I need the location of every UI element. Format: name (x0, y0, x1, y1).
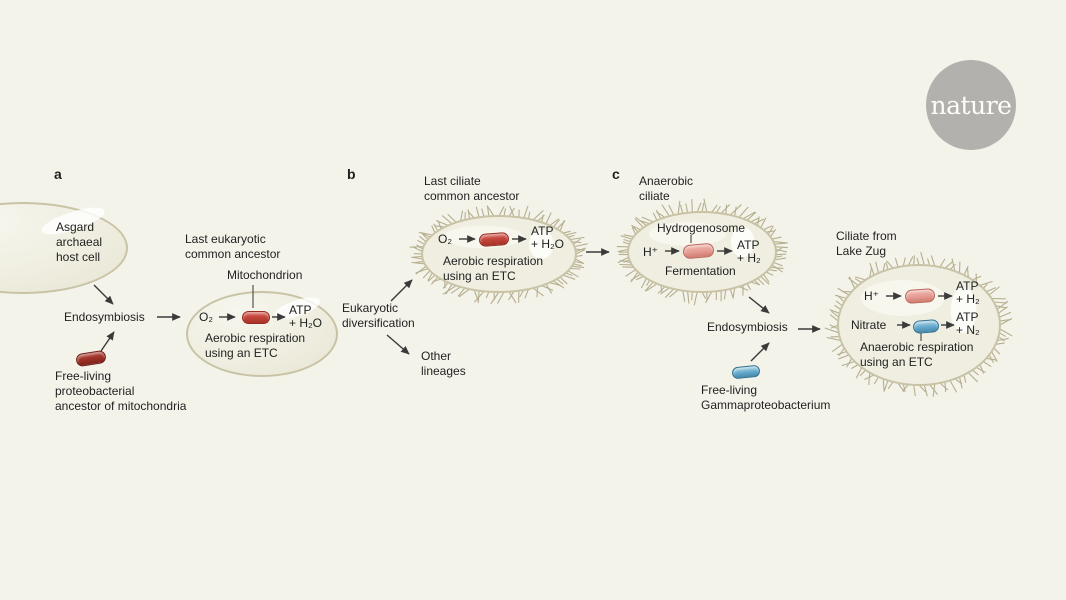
hydrogenosome-label: Hydrogenosome (657, 221, 746, 235)
panel-c-label: c (612, 166, 620, 182)
lake-zug-ciliate-label: Ciliate from Lake Zug (836, 229, 897, 258)
reaction-product-b: ATP + H₂O (531, 224, 564, 251)
arrow-diversification-to-other (386, 334, 410, 355)
arrow-proteobacterium-to-endosymbiosis (100, 331, 115, 352)
aerobic-respiration-label-b: Aerobic respiration using an ETC (443, 254, 544, 283)
free-living-proteobacterium-pill (75, 349, 107, 368)
arrow-gammaproteobacterium-to-endosymbiosis (750, 342, 770, 362)
nature-logo: nature (926, 60, 1016, 150)
anaerobic-respiration-label: Anaerobic respiration using an ETC (860, 340, 974, 369)
free-living-proteobacterium-label: Free-living proteobacterial ancestor of … (55, 369, 187, 413)
anaerobic-ciliate-label: Anaerobic ciliate (639, 174, 694, 203)
panel-a-label: a (54, 166, 62, 182)
zug-h-substrate: H⁺ (864, 289, 879, 303)
endosymbiosis-label-c: Endosymbiosis (707, 320, 788, 334)
asgard-cell-label: Asgard archaeal host cell (56, 220, 103, 264)
mitochondrion-pill-b (478, 231, 510, 248)
reaction-substrate-b: O₂ (438, 232, 452, 246)
eukaryotic-diversification-label: Eukaryotic diversification (342, 301, 415, 330)
mitochondrion-pill-a (242, 311, 270, 324)
nature-logo-text: nature (930, 90, 1012, 120)
zug-nitrate-product: ATP + N₂ (956, 310, 980, 337)
zug-nitrate-substrate: Nitrate (851, 318, 887, 332)
arrow-asgard-to-endosymbiosis (93, 284, 114, 305)
h-product-c: ATP + H₂ (737, 238, 761, 265)
zug-endosymbiont-pill (912, 319, 940, 334)
fermentation-label: Fermentation (665, 264, 736, 278)
zug-h-product: ATP + H₂ (956, 279, 980, 306)
mitochondrion-label: Mitochondrion (227, 268, 303, 282)
aerobic-respiration-label-a: Aerobic respiration using an ETC (205, 331, 306, 360)
endosymbiosis-label-a: Endosymbiosis (64, 310, 145, 324)
h-substrate-c: H⁺ (643, 245, 658, 259)
free-living-gammaproteobacterium-label: Free-living Gammaproteobacterium (701, 383, 831, 412)
last-ciliate-ancestor-label: Last ciliate common ancestor (424, 174, 520, 203)
reaction-product-a: ATP + H₂O (289, 303, 322, 330)
other-lineages-label: Other lineages (421, 349, 466, 378)
leca-cell (186, 291, 338, 377)
reaction-substrate-a: O₂ (199, 310, 213, 324)
leca-label: Last eukaryotic common ancestor (185, 232, 281, 261)
gammaproteobacterium-pill (731, 364, 761, 380)
anaerobic-ciliate-cell (616, 198, 788, 306)
zug-hydrogenosome-pill (904, 287, 936, 305)
panel-b-label: b (347, 166, 356, 182)
